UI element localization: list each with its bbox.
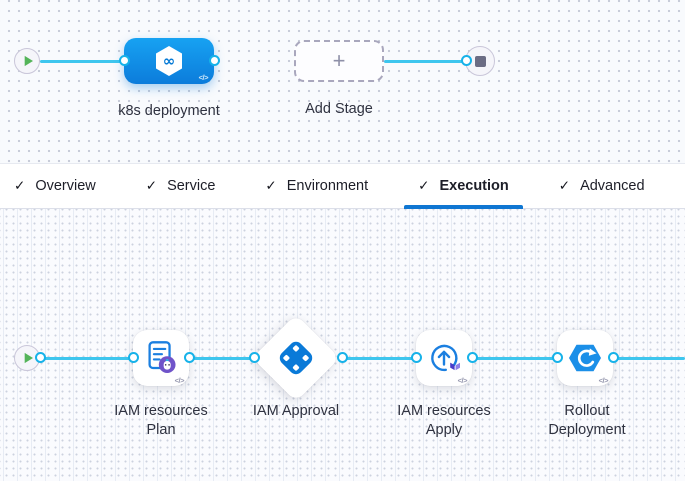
- tab-environment[interactable]: ✓ Environment: [251, 164, 382, 208]
- check-icon: ✓: [265, 178, 277, 193]
- step-label: IAM resources Plan: [86, 402, 236, 440]
- step-label: Rollout Deployment: [512, 402, 662, 440]
- play-icon: [24, 55, 33, 67]
- connector-wire: [384, 60, 468, 63]
- step-node-iam-approval[interactable]: [252, 314, 340, 402]
- tab-label: Execution: [439, 178, 509, 194]
- yaml-code-icon: </>: [457, 375, 468, 385]
- port-out: [209, 55, 220, 66]
- port: [128, 352, 139, 363]
- yaml-code-icon: </>: [198, 72, 209, 82]
- connector-wire: [613, 357, 685, 360]
- port: [249, 352, 260, 363]
- tab-label: Service: [167, 178, 216, 194]
- stage-config-tabs: ✓ Overview ✓ Service ✓ Environment ✓ Exe…: [0, 163, 685, 209]
- port-end: [461, 55, 472, 66]
- terraform-apply-icon: [431, 344, 460, 372]
- plus-icon: +: [332, 48, 346, 73]
- step-label-line1: Rollout: [564, 403, 610, 419]
- stop-icon: [474, 55, 486, 67]
- tab-label: Advanced: [580, 178, 645, 194]
- play-icon: [24, 352, 33, 364]
- yaml-code-icon: </>: [598, 375, 609, 385]
- check-icon: ✓: [558, 178, 571, 193]
- connector-wire: [472, 357, 557, 360]
- yaml-code-icon: </>: [174, 375, 185, 385]
- connector-wire: [40, 60, 124, 63]
- tab-advanced[interactable]: ✓ Advanced: [545, 164, 659, 208]
- tab-label: Environment: [286, 178, 369, 194]
- port: [552, 352, 563, 363]
- harness-cd-icon: ∞: [156, 46, 182, 76]
- execution-canvas: </> IAM resources Plan IAM Approval: [0, 209, 685, 481]
- step-label-line1: IAM Approval: [252, 403, 340, 419]
- connector-wire: [189, 357, 256, 360]
- tab-service[interactable]: ✓ Service: [132, 164, 230, 208]
- tab-overview[interactable]: ✓ Overview: [0, 164, 110, 208]
- step-label-line2: Plan: [146, 422, 176, 438]
- check-icon: ✓: [145, 178, 158, 193]
- step-node-rollout-deployment[interactable]: </>: [557, 330, 613, 386]
- step-label-line1: IAM resources: [114, 403, 208, 419]
- check-icon: ✓: [14, 178, 26, 193]
- tab-execution[interactable]: ✓ Execution: [404, 164, 523, 209]
- connector-wire: [40, 357, 133, 360]
- port: [35, 352, 46, 363]
- step-label-line2: Apply: [425, 422, 463, 438]
- add-stage-label: Add Stage: [305, 101, 373, 117]
- port: [337, 352, 348, 363]
- step-label-line2: Deployment: [548, 422, 626, 438]
- port: [608, 352, 619, 363]
- stage-node-k8s-deployment[interactable]: ∞ </>: [124, 38, 214, 84]
- port: [411, 352, 422, 363]
- add-stage-button[interactable]: +: [294, 40, 384, 82]
- step-label: IAM resources Apply: [369, 402, 519, 440]
- terraform-plan-icon: [148, 341, 176, 374]
- pipeline-start-node: [14, 48, 40, 74]
- port: [467, 352, 478, 363]
- port-in: [119, 55, 130, 66]
- port: [184, 352, 195, 363]
- step-node-iam-resources-plan[interactable]: </>: [133, 330, 189, 386]
- step-label: IAM Approval: [221, 402, 371, 421]
- connector-wire: [342, 357, 416, 360]
- step-label-line1: IAM resources: [397, 403, 491, 419]
- svg-text:∞: ∞: [163, 52, 176, 70]
- stage-label: k8s deployment: [118, 103, 220, 119]
- check-icon: ✓: [418, 178, 430, 193]
- rollout-icon: [569, 344, 601, 372]
- stage-canvas: ∞ </> k8s deployment + Add Stage: [0, 0, 685, 163]
- tab-label: Overview: [35, 178, 96, 194]
- step-node-iam-resources-apply[interactable]: </>: [416, 330, 472, 386]
